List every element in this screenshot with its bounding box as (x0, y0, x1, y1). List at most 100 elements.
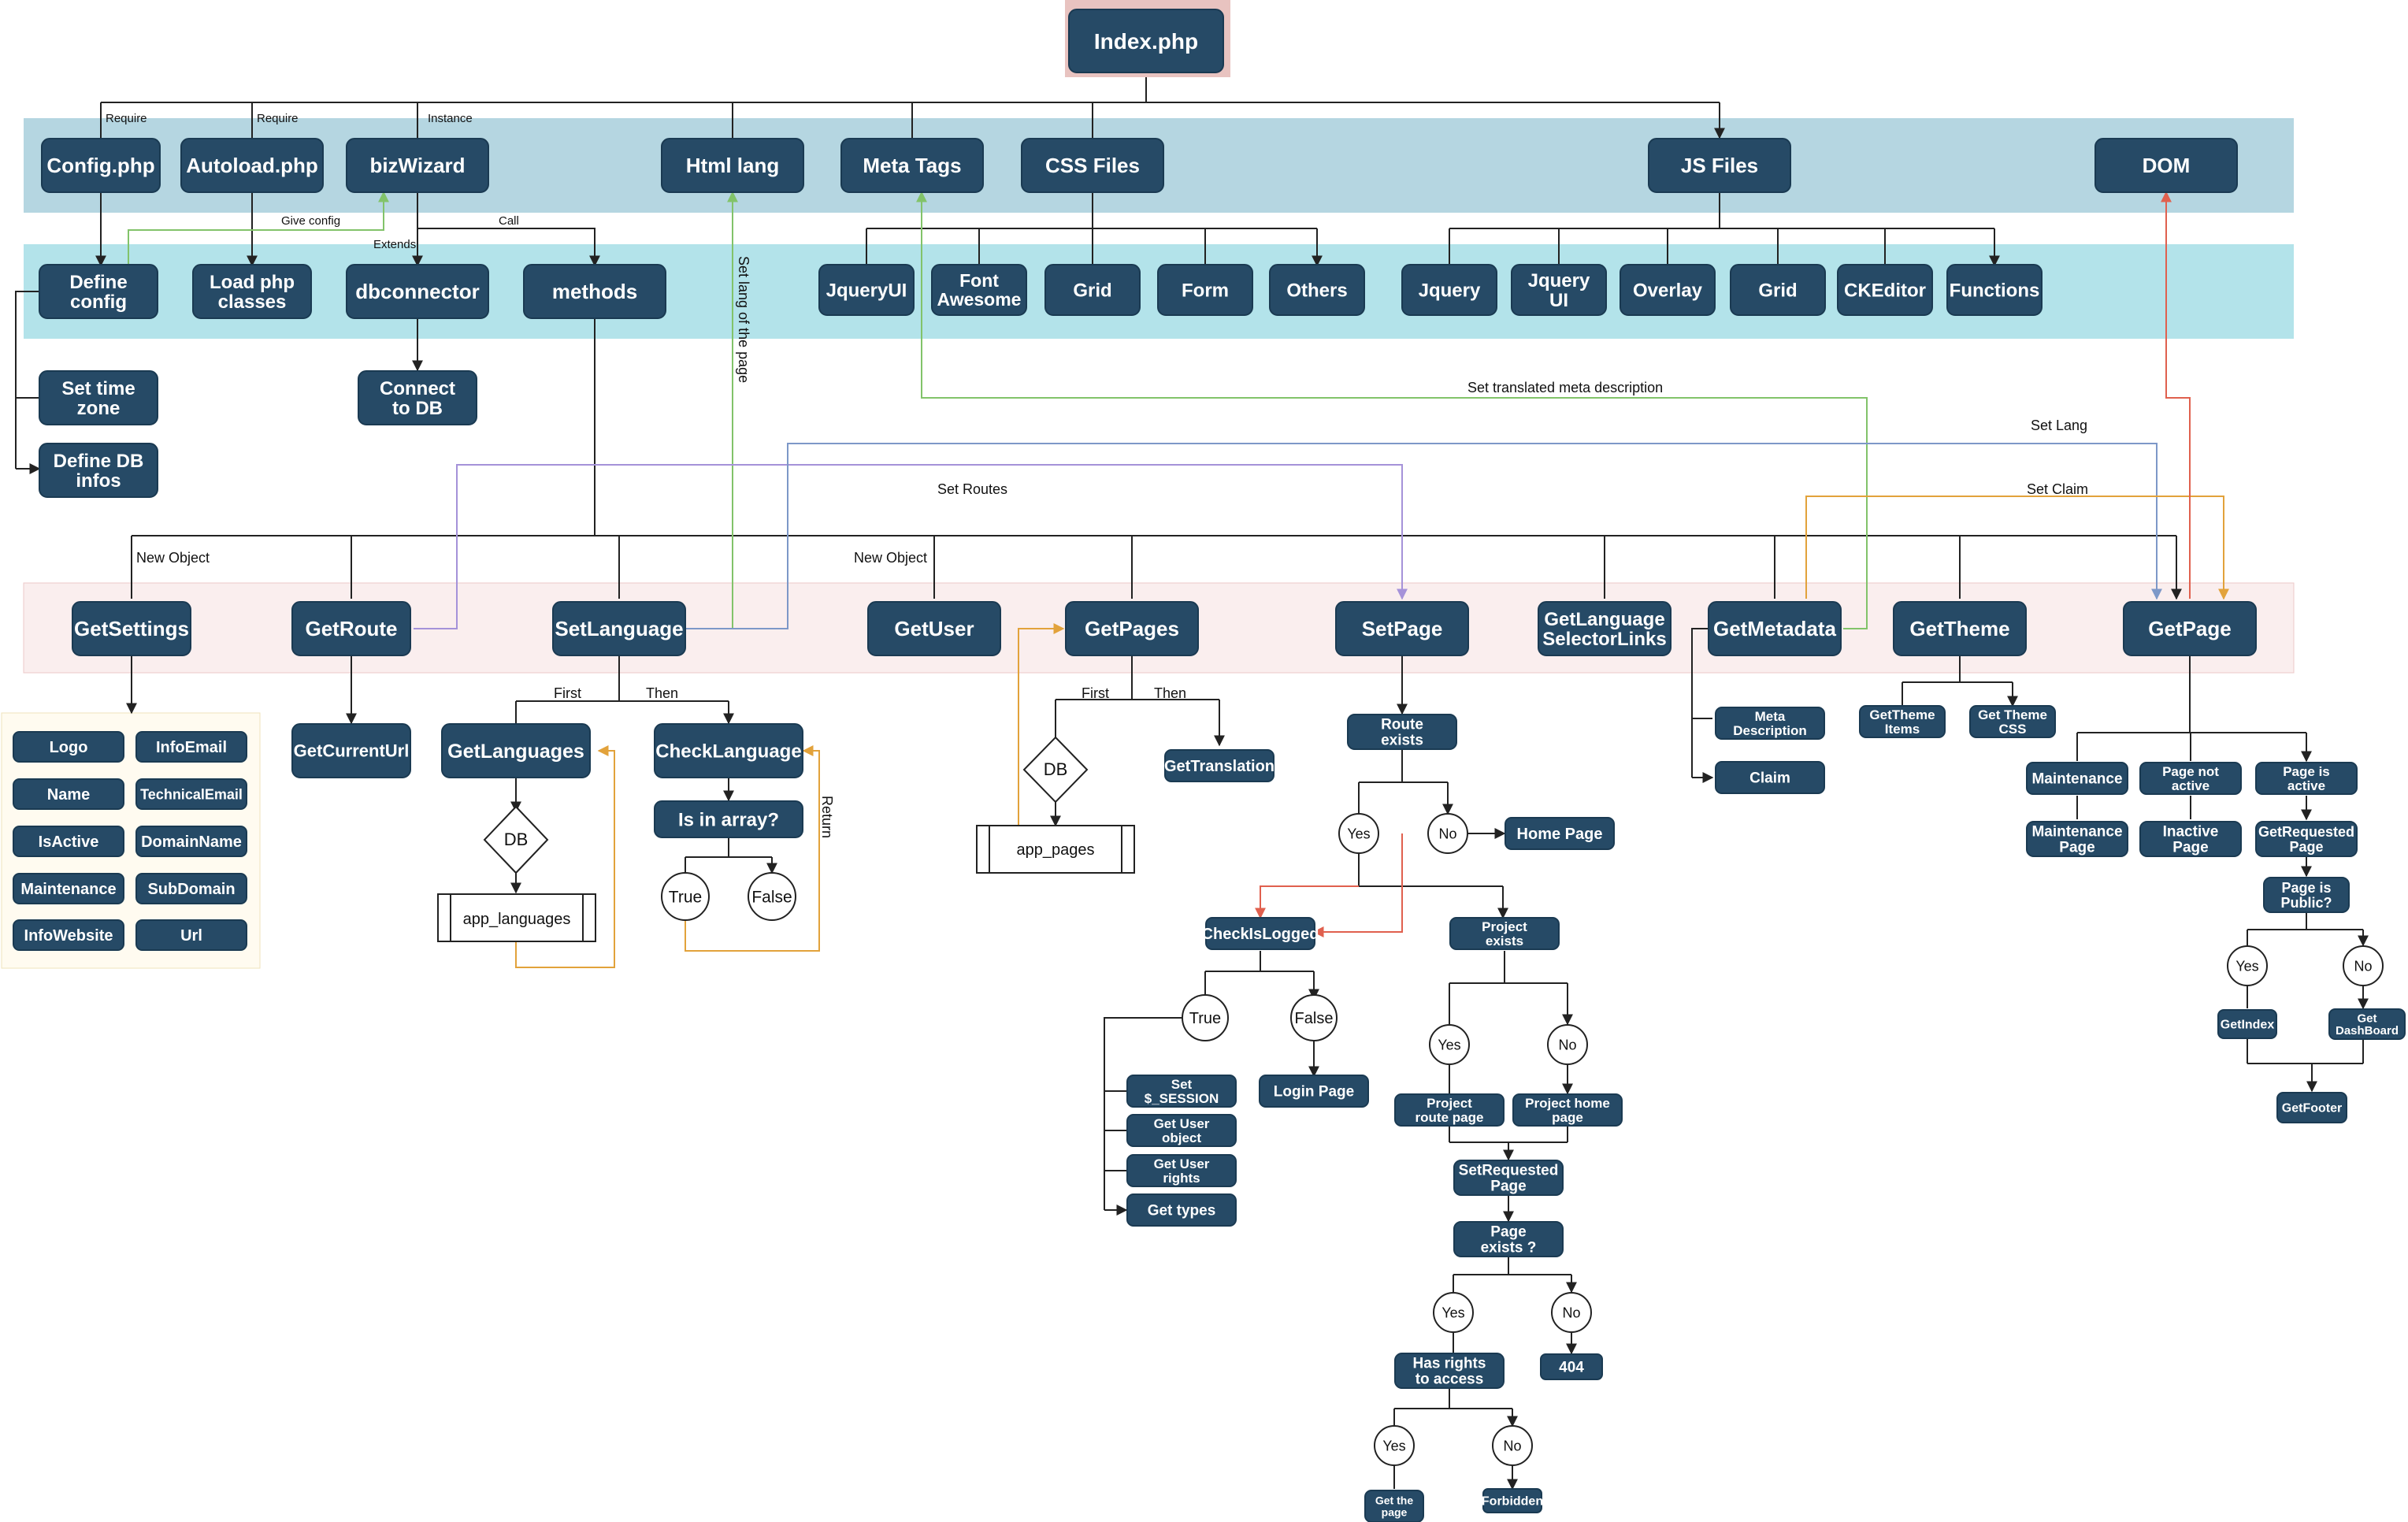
circle-false-lang: False (748, 872, 796, 921)
node-s-maintenance-label: Maintenance (20, 881, 116, 898)
circle-yes-page: Yes (1433, 1292, 1474, 1333)
circle-no-public: No (2343, 945, 2384, 986)
node-e404: 404 (1540, 1353, 1603, 1380)
node-s-subdomain-label: SubDomain (147, 881, 235, 898)
node-s-infoemail-label: InfoEmail (156, 739, 227, 756)
circle-yes-project-label: Yes (1438, 1037, 1460, 1052)
node-dbconnector-label: dbconnector (355, 280, 479, 303)
node-css-grid-label: Grid (1073, 280, 1111, 301)
label-new-object-1: New Object (136, 550, 210, 566)
node-gettheme-label: GetTheme (1909, 617, 2009, 640)
node-s-infowebsite-label: InfoWebsite (24, 927, 113, 945)
circle-yes-rights-label: Yes (1382, 1438, 1405, 1453)
node-isinarray-label: Is in array? (678, 809, 779, 830)
node-bizwizard: bizWizard (346, 138, 489, 193)
label-set-lang-of-page: Set lang of the page (736, 256, 751, 383)
node-checklanguage: CheckLanguage (654, 723, 803, 778)
circle-true-logged: True (1182, 994, 1229, 1041)
node-checkislogged: CheckIsLogged (1202, 917, 1319, 950)
node-css-form: Form (1157, 264, 1253, 316)
node-checklanguage-label: CheckLanguage (655, 741, 801, 762)
node-gp-maintenance: Maintenance (2026, 762, 2128, 795)
circle-yes-rights: Yes (1374, 1425, 1415, 1466)
node-methods-label: methods (552, 280, 637, 303)
node-css-others: Others (1269, 264, 1365, 316)
node-css-others-label: Others (1286, 280, 1347, 301)
circle-no-rights-label: No (1503, 1438, 1521, 1453)
circle-true-lang: True (661, 872, 710, 921)
label-then-2: Then (1154, 685, 1186, 701)
node-dom-label: DOM (2143, 154, 2191, 177)
label-instance: Instance (428, 112, 473, 125)
connectors-colored (128, 191, 2229, 968)
node-getuser: GetUser (867, 601, 1001, 656)
node-s-logo-label: Logo (50, 739, 88, 756)
node-gettranslation-label: GetTranslation (1164, 758, 1274, 775)
node-htmllang-label: Html lang (686, 154, 779, 177)
label-set-claim: Set Claim (2027, 481, 2088, 497)
node-js-grid-label: Grid (1758, 280, 1797, 301)
node-cssfiles-label: CSS Files (1045, 154, 1140, 177)
node-setsession-label: Set$_SESSION (1145, 1077, 1219, 1106)
circle-no-project-label: No (1558, 1037, 1576, 1052)
node-gp-getfooter: GetFooter (2276, 1092, 2347, 1123)
table-app-languages-label: app_languages (463, 911, 571, 928)
node-getroute: GetRoute (291, 601, 411, 656)
node-s-url: Url (135, 919, 247, 951)
node-gettypes: Get types (1126, 1193, 1237, 1227)
node-css-jqueryui: JqueryUI (818, 264, 915, 316)
label-set-lang: Set Lang (2031, 418, 2087, 433)
node-forbidden-label: Forbidden (1482, 1495, 1543, 1509)
node-gp-getfooter-label: GetFooter (2282, 1102, 2342, 1116)
node-loginpage-label: Login Page (1274, 1084, 1354, 1101)
diamond-db-languages: DB (483, 805, 549, 874)
node-jsfiles-label: JS Files (1681, 154, 1758, 177)
node-getcurrenturl: GetCurrentUrl (291, 723, 411, 778)
node-homepage-label: Home Page (1517, 826, 1603, 843)
node-metatags: Meta Tags (840, 138, 984, 193)
node-getroute-label: GetRoute (306, 617, 398, 640)
node-gp-getindex-label: GetIndex (2221, 1019, 2275, 1032)
tables: app_languages app_pages (437, 825, 1135, 942)
node-css-form-label: Form (1182, 280, 1229, 301)
table-app-pages: app_pages (976, 825, 1135, 874)
node-getpage: GetPage (2123, 601, 2257, 656)
node-gettheme: GetTheme (1893, 601, 2027, 656)
node-setlanguage-label: SetLanguage (555, 617, 683, 640)
node-js-overlay-label: Overlay (1633, 280, 1703, 301)
circle-no-public-label: No (2354, 958, 2372, 974)
node-js-ckeditor: CKEditor (1837, 264, 1933, 316)
circle-yes-public-label: Yes (2235, 958, 2258, 974)
node-getlanguages: GetLanguages (441, 723, 591, 778)
label-first-1: First (554, 685, 581, 701)
node-cssfiles: CSS Files (1021, 138, 1164, 193)
node-metatags-label: Meta Tags (863, 154, 961, 177)
label-first-2: First (1082, 685, 1109, 701)
node-s-infoemail: InfoEmail (135, 731, 247, 763)
node-claim: Claim (1715, 761, 1825, 794)
node-css-grid: Grid (1044, 264, 1141, 316)
node-loginpage: Login Page (1259, 1075, 1369, 1108)
